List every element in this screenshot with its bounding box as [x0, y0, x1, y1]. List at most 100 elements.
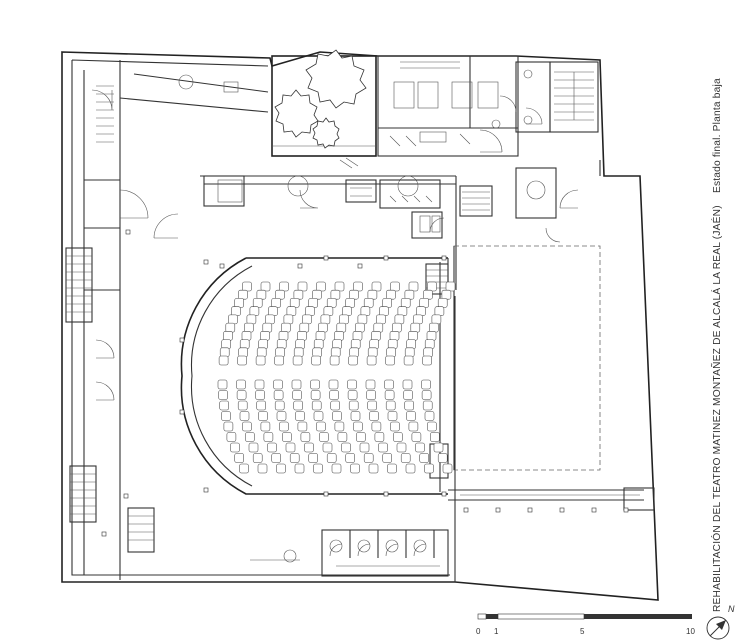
seat-icon: [363, 453, 374, 463]
seat-icon: [345, 298, 355, 308]
seat-icon: [238, 347, 248, 358]
seat-icon: [411, 432, 422, 442]
seat-icon: [256, 400, 266, 411]
seat-icon: [282, 432, 292, 442]
seat-icon: [285, 442, 296, 453]
seat-icon: [422, 400, 433, 411]
seat-icon: [323, 306, 334, 316]
seat-icon: [371, 281, 382, 292]
seat-icon: [365, 379, 376, 390]
seat-icon: [405, 463, 416, 474]
seat-icon: [274, 355, 284, 366]
seat-icon: [292, 390, 302, 400]
column-marker: [179, 409, 185, 415]
seat-icon: [223, 421, 234, 432]
seat-icon: [300, 432, 311, 442]
seat-icon: [291, 379, 302, 390]
seat-icon: [404, 289, 415, 300]
seat-icon: [254, 379, 265, 390]
seat-icon: [241, 331, 252, 341]
seat-icon: [431, 314, 442, 325]
seat-icon: [341, 442, 351, 453]
seat-icon: [334, 331, 344, 341]
seat-icon: [419, 453, 429, 463]
seat-icon: [271, 453, 281, 463]
seat-icon: [374, 432, 385, 442]
column-marker: [357, 263, 363, 269]
seat-icon: [437, 298, 448, 308]
seat-icon: [230, 442, 240, 453]
seat-icon: [421, 379, 431, 390]
seat-icon: [382, 298, 392, 308]
seat-icon: [279, 281, 289, 292]
seat-icon: [237, 355, 247, 366]
seat-icon: [304, 442, 314, 453]
seat-icon: [313, 339, 324, 349]
seat-icon: [328, 379, 339, 390]
seat-icon: [316, 421, 326, 432]
seat-icon: [408, 331, 418, 341]
seat-icon: [426, 331, 437, 341]
column-marker: [441, 255, 447, 261]
seat-icon: [308, 453, 318, 463]
column-marker: [125, 229, 131, 235]
column-marker: [203, 487, 209, 493]
seat-icon: [385, 400, 396, 411]
seat-icon: [429, 322, 439, 333]
seat-icon: [293, 289, 304, 300]
seat-icon: [279, 421, 289, 432]
seat-icon: [441, 289, 452, 300]
seat-icon: [218, 355, 229, 366]
seat-icon: [378, 442, 388, 453]
seat-icon: [387, 411, 398, 421]
seat-icon: [263, 432, 274, 442]
seat-icon: [260, 331, 270, 341]
seat-icon: [336, 322, 347, 333]
seat-icon: [400, 298, 411, 308]
column-marker: [219, 263, 225, 269]
seat-icon: [433, 442, 444, 453]
column-marker: [203, 259, 209, 265]
seat-icon: [221, 411, 231, 421]
seat-icon: [262, 322, 273, 333]
column-marker: [495, 507, 501, 513]
seat-icon: [396, 442, 407, 453]
seat-icon: [305, 306, 315, 316]
seat-icon: [393, 432, 403, 442]
seat-icon: [404, 400, 414, 411]
seat-icon: [386, 289, 396, 300]
seat-icon: [384, 379, 394, 390]
seat-icon: [322, 442, 333, 453]
seat-icon: [371, 331, 381, 341]
seat-icon: [297, 331, 307, 341]
seat-icon: [239, 411, 250, 421]
seat-icon: [421, 390, 432, 400]
seat-icon: [315, 331, 326, 341]
seat-icon: [369, 411, 379, 421]
seat-icon: [274, 400, 285, 411]
project-subtitle: Estado final. Planta baja: [712, 78, 723, 194]
seat-icon: [337, 432, 348, 442]
seat-icon: [350, 339, 361, 349]
seat-icon: [265, 314, 275, 325]
seat-icon: [427, 281, 437, 292]
seat-icon: [424, 411, 435, 421]
column-marker: [179, 337, 185, 343]
door-swing-icon: [91, 89, 579, 557]
seat-icon: [320, 314, 331, 325]
seat-icon: [404, 347, 415, 358]
column-marker: [383, 491, 389, 497]
seat-icon: [367, 400, 377, 411]
seat-icon: [242, 421, 252, 432]
column-marker: [527, 507, 533, 513]
seat-icon: [297, 421, 308, 432]
seat-icon: [445, 281, 456, 292]
seat-icon: [236, 379, 246, 390]
seat-icon: [260, 281, 271, 292]
seat-icon: [276, 339, 287, 349]
seat-icon: [275, 289, 285, 300]
sheet-title: REHABILITACIÓN DEL TEATRO MATINEZ MONTAÑ…: [712, 72, 730, 612]
scale-tick-10: 10: [686, 627, 695, 636]
seat-icon: [353, 421, 363, 432]
